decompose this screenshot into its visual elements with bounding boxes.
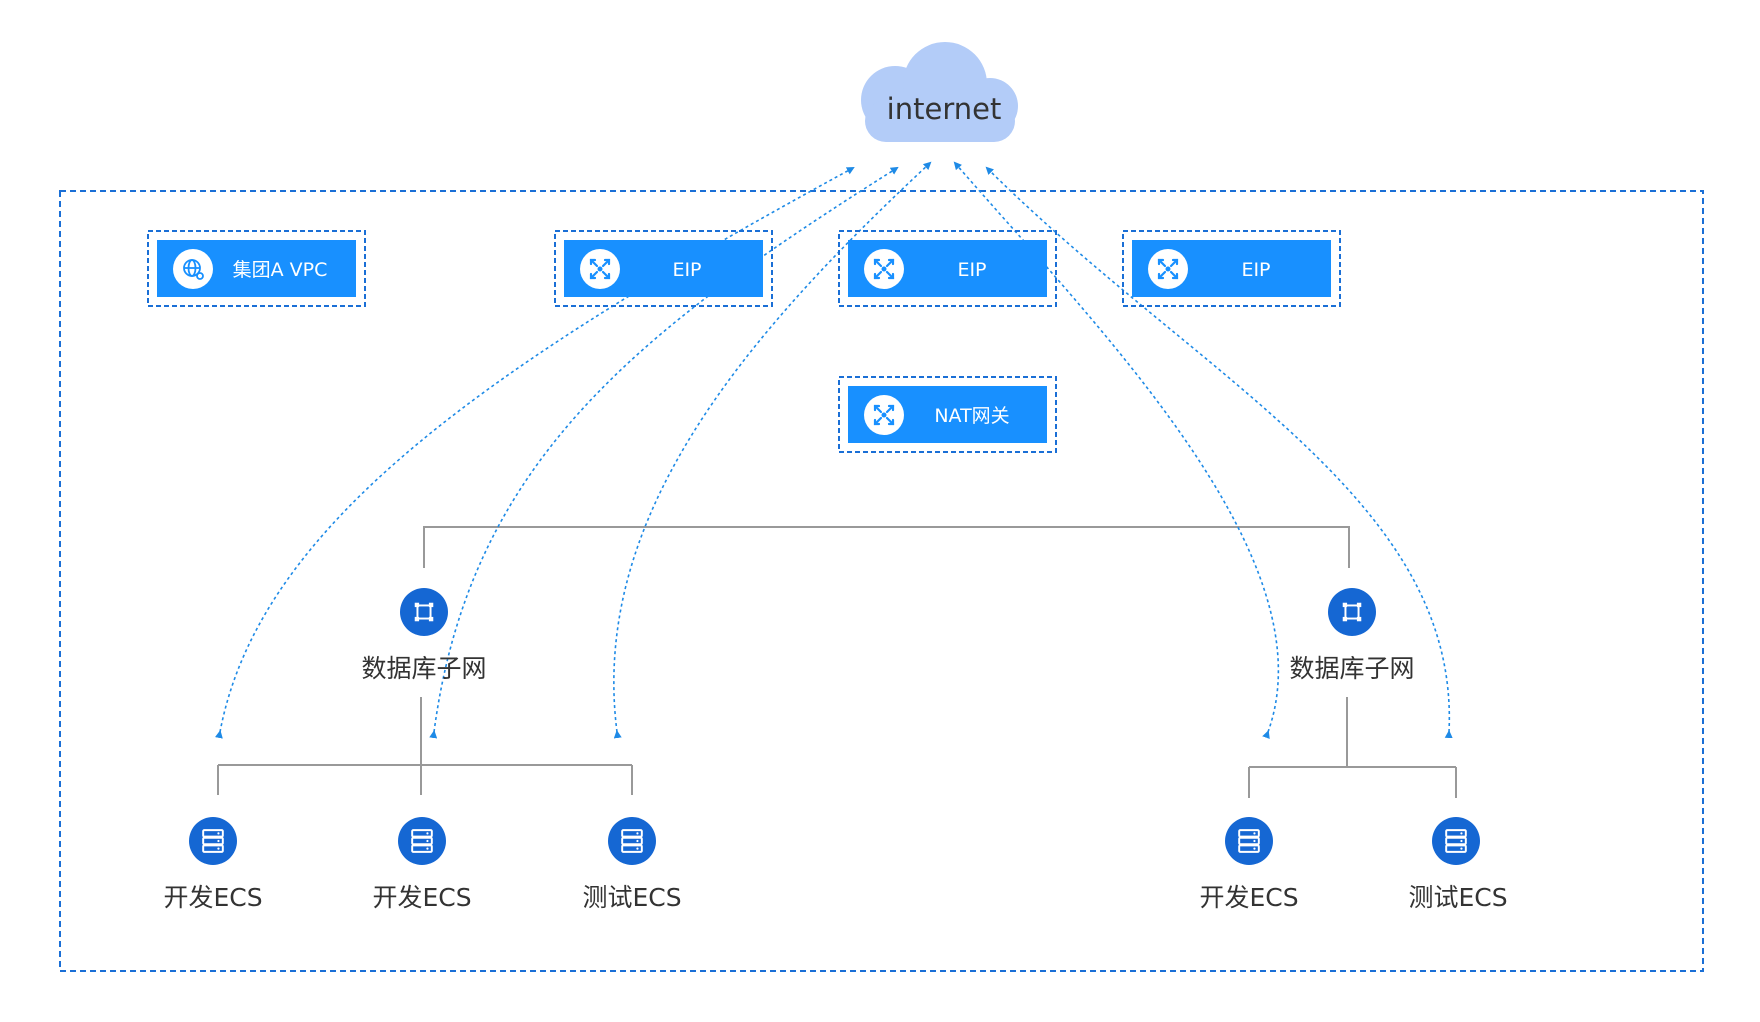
vpc-label: 集团A VPC: [233, 259, 328, 281]
traffic-arrows: [214, 161, 1453, 739]
subnet-label: 数据库子网: [1289, 654, 1414, 683]
server-icon: [1225, 817, 1273, 865]
ecs-label: 开发ECS: [163, 883, 262, 912]
server-icon: [608, 817, 656, 865]
ecs-node-4[interactable]: 开发ECS: [1199, 817, 1299, 912]
eip-label: EIP: [957, 259, 986, 281]
vpc-chip[interactable]: 集团A VPC: [147, 230, 366, 307]
globe-settings-icon: [173, 249, 213, 289]
ecs-node-5[interactable]: 测试ECS: [1408, 817, 1508, 912]
server-icon: [189, 817, 237, 865]
subnet-node-2[interactable]: 数据库子网: [1289, 588, 1415, 683]
arrow-dev-ecs-2: [429, 166, 899, 739]
server-icon: [398, 817, 446, 865]
internet-cloud: internet: [861, 42, 1018, 142]
ecs-node-3[interactable]: 测试ECS: [582, 817, 682, 912]
internet-label: internet: [887, 92, 1002, 126]
arrow-test-ecs-1: [613, 161, 932, 739]
ecs-label: 测试ECS: [1408, 883, 1507, 912]
cloud-icon: [861, 42, 1018, 142]
nat-gateway-chip[interactable]: NAT网关: [838, 376, 1057, 453]
ecs-label: 开发ECS: [372, 883, 471, 912]
eip-chip-3[interactable]: EIP: [1122, 230, 1341, 307]
network-hub-icon: [580, 249, 620, 289]
eip-chip-2[interactable]: EIP: [838, 230, 1057, 307]
ecs-label: 开发ECS: [1199, 883, 1298, 912]
network-hub-icon: [864, 249, 904, 289]
server-icon: [1432, 817, 1480, 865]
ecs-label: 测试ECS: [582, 883, 681, 912]
ecs-node-1[interactable]: 开发ECS: [163, 817, 263, 912]
subnet-node-1[interactable]: 数据库子网: [361, 588, 487, 683]
network-hub-icon: [1148, 249, 1188, 289]
eip-label: EIP: [1241, 259, 1270, 281]
network-hub-icon: [864, 395, 904, 435]
subnet-label: 数据库子网: [361, 654, 486, 683]
subnet-icon: [1328, 588, 1376, 636]
ecs-node-2[interactable]: 开发ECS: [372, 817, 472, 912]
arrow-test-ecs-2: [985, 166, 1453, 739]
eip-label: EIP: [672, 259, 701, 281]
nat-label: NAT网关: [934, 405, 1009, 427]
subnet-icon: [400, 588, 448, 636]
eip-chip-1[interactable]: EIP: [554, 230, 773, 307]
